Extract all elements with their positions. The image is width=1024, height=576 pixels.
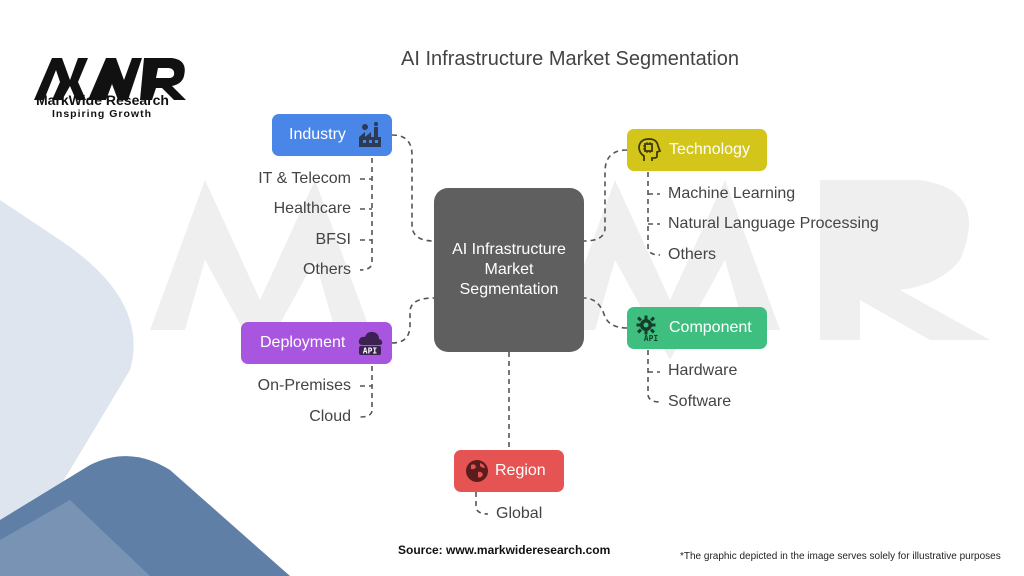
category-component: API Component	[627, 307, 767, 349]
disclaimer-note: *The graphic depicted in the image serve…	[680, 551, 1001, 562]
cloud-api-icon: API	[358, 331, 383, 356]
category-technology: Technology	[627, 129, 767, 171]
deployment-item-2: Cloud	[309, 408, 351, 425]
component-item-1: Hardware	[668, 362, 738, 379]
category-region: Region	[454, 450, 564, 492]
markwide-logo	[34, 58, 186, 100]
globe-icon	[466, 460, 488, 482]
brand-tagline: Inspiring Growth	[52, 108, 152, 120]
category-label: Component	[669, 319, 752, 336]
gear-api-icon: API	[636, 315, 659, 342]
industry-item-4: Others	[302, 261, 351, 278]
center-node: AI Infrastructure Market Segmentation	[434, 188, 584, 352]
category-label: Technology	[669, 141, 750, 158]
svg-text:API: API	[644, 334, 659, 342]
region-item-1: Global	[496, 505, 543, 522]
page-title: AI Infrastructure Market Segmentation	[401, 48, 739, 70]
industry-item-3: BFSI	[315, 231, 351, 248]
center-label: AI Infrastructure Market Segmentation	[452, 241, 566, 298]
industry-item-1: IT & Telecom	[258, 170, 351, 187]
brand-name: MarkWide Research	[36, 92, 169, 108]
deployment-item-1: On-Premises	[257, 377, 351, 394]
factory-icon	[359, 122, 381, 147]
category-label: Industry	[289, 126, 346, 143]
component-item-2: Software	[668, 393, 732, 410]
category-industry: Industry	[272, 114, 392, 156]
industry-item-2: Healthcare	[273, 200, 351, 217]
category-label: Deployment	[260, 334, 346, 351]
technology-item-2: Natural Language Processing	[668, 215, 879, 232]
ai-head-icon	[638, 138, 662, 161]
source-credit: Source: www.markwideresearch.com	[398, 543, 611, 557]
category-label: Region	[495, 462, 546, 479]
technology-item-1: Machine Learning	[668, 185, 796, 202]
category-deployment: Deployment API	[241, 322, 392, 364]
svg-text:API: API	[363, 347, 378, 356]
technology-item-3: Others	[668, 246, 717, 263]
